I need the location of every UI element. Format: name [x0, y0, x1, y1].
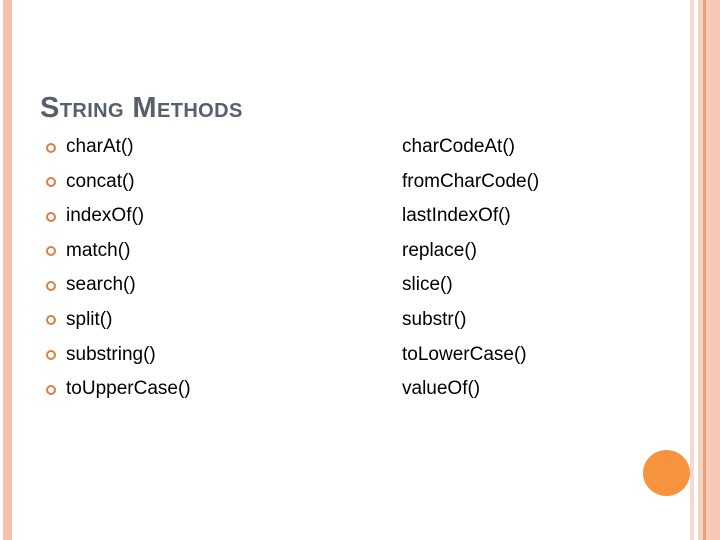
list-item-label: substring(): [66, 343, 156, 365]
list-item: replace(): [402, 234, 702, 269]
list-item-label: toUpperCase(): [66, 378, 191, 400]
right-decorative-stripe-3: [698, 0, 703, 540]
list-item-label: fromCharCode(): [402, 170, 540, 192]
right-decorative-stripe-5: [706, 0, 710, 540]
ring-bullet-icon: [46, 246, 56, 257]
list-item: split(): [44, 303, 374, 338]
list-item-label: charCodeAt(): [402, 136, 515, 157]
list-item: lastIndexOf(): [402, 199, 702, 234]
ring-bullet-icon: [46, 142, 56, 153]
ring-bullet-icon: [46, 384, 56, 395]
list-item: substring(): [44, 338, 374, 373]
list-item-label: valueOf(): [402, 378, 481, 400]
ring-bullet-icon: [46, 315, 56, 326]
list-item-label: lastIndexOf(): [402, 205, 511, 227]
list-item-label: charAt(): [66, 136, 134, 157]
right-decorative-stripe-6: [710, 0, 720, 540]
list-item: match(): [44, 234, 374, 269]
list-item-label: substr(): [402, 308, 467, 330]
slide-title: String Methods: [40, 92, 243, 125]
right-decorative-stripe-4: [703, 0, 706, 540]
right-decorative-stripe-2: [694, 0, 698, 540]
list-item-label: indexOf(): [66, 205, 145, 227]
orange-accent-dot: [643, 450, 690, 496]
list-item: concat(): [44, 165, 374, 200]
list-item: charAt(): [44, 130, 374, 165]
list-item-label: split(): [66, 308, 113, 330]
list-item: slice(): [402, 268, 702, 303]
list-item-label: replace(): [402, 239, 477, 261]
list-item-label: toLowerCase(): [402, 343, 527, 365]
string-methods-list-left: charAt() concat() indexOf() match() sear…: [44, 130, 374, 407]
list-item: valueOf(): [402, 372, 702, 407]
list-item-label: match(): [66, 239, 131, 261]
list-item-label: search(): [66, 274, 136, 296]
left-decorative-bar: [3, 0, 12, 540]
ring-bullet-icon: [46, 350, 56, 361]
ring-bullet-icon: [46, 177, 56, 188]
list-item-label: slice(): [402, 274, 453, 296]
ring-bullet-icon: [46, 280, 56, 291]
list-item: charCodeAt(): [402, 130, 702, 165]
ring-bullet-icon: [46, 211, 56, 222]
right-decorative-stripe-1: [690, 0, 694, 540]
list-item: toLowerCase(): [402, 338, 702, 373]
list-item: substr(): [402, 303, 702, 338]
list-item: fromCharCode(): [402, 165, 702, 200]
string-methods-list-right: charCodeAt() fromCharCode() lastIndexOf(…: [402, 130, 702, 407]
list-item: indexOf(): [44, 199, 374, 234]
list-item-label: concat(): [66, 170, 135, 192]
list-item: toUpperCase(): [44, 372, 374, 407]
list-item: search(): [44, 268, 374, 303]
